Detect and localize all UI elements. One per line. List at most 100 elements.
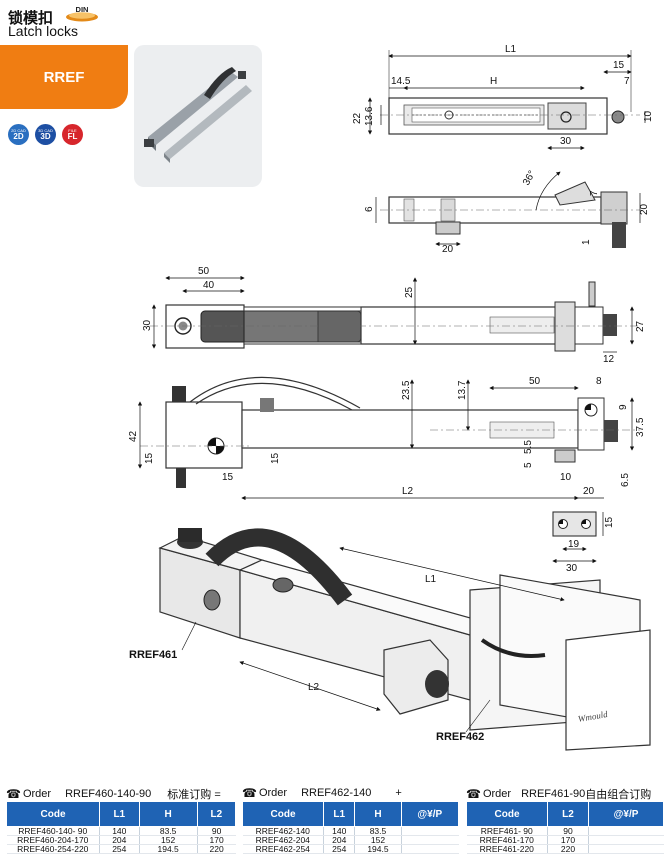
col-h: H	[138, 801, 198, 827]
dim-7-top: 7	[624, 76, 630, 87]
dim-14-5: 14.5	[391, 76, 411, 87]
order-label-3: Order	[482, 788, 512, 800]
cell-l2: 170	[546, 835, 589, 845]
side-view: 36° 7 6 20 20 1	[364, 169, 650, 255]
cell-l2: 220	[546, 844, 589, 854]
cell-code: RREF462-204	[242, 835, 324, 845]
dim-20b-side: 20	[442, 244, 454, 255]
format-icons: 2D CAD 2D 3D CAD 3D FILE FL	[8, 124, 83, 145]
phone-icon: ☎	[466, 787, 481, 801]
order-example-1: RREF460-140-90	[65, 788, 152, 800]
col-code: Code	[242, 801, 324, 827]
cell-price	[588, 835, 664, 845]
dim-50-mid: 50	[198, 266, 210, 277]
cell-h: 194.5	[138, 844, 198, 854]
cell-l2: 90	[546, 826, 589, 836]
dim-h-top: H	[490, 76, 497, 87]
dim-10-front: 10	[560, 472, 572, 483]
cell-code: RREF461-220	[466, 844, 548, 854]
dim-10-top: 10	[643, 110, 654, 122]
dim-l1-iso: L1	[425, 574, 437, 585]
bracket-view: 15 19 30	[552, 511, 615, 574]
order-label-1: Order	[22, 788, 52, 800]
dim-27-mid: 27	[635, 320, 646, 332]
cell-l2: 220	[196, 844, 236, 854]
dim-15b-front: 15	[270, 452, 281, 464]
title-english: Latch locks	[8, 23, 79, 39]
col-h: H	[354, 801, 402, 827]
dim-5-front: 5	[523, 462, 534, 468]
technical-drawing: L1 14.5 H 15 7 22 13.6 10 30 36° 7 6 20 …	[128, 44, 654, 751]
table-header-row: Code L1 H L2	[6, 801, 237, 827]
order-suffix-2: +	[395, 787, 402, 799]
dim-8-front: 8	[596, 376, 602, 387]
order-suffix-1: 标准订购 =	[167, 789, 221, 801]
cell-price	[400, 835, 459, 845]
cell-price	[400, 844, 459, 854]
cad-2d-sub: 2D CAD	[11, 128, 26, 133]
product-photo	[134, 45, 262, 187]
cell-code: RREF460-140- 90	[6, 826, 100, 836]
dim-50-front: 50	[529, 376, 541, 387]
col-code: Code	[6, 801, 100, 827]
col-price: @¥/P	[588, 801, 664, 827]
cell-l2: 90	[196, 826, 236, 836]
col-l2: L2	[196, 801, 237, 827]
dim-6-side: 6	[364, 206, 375, 212]
col-l2: L2	[546, 801, 590, 827]
dim-6-5-front: 6.5	[620, 473, 631, 487]
order-example-2: RREF462-140	[301, 787, 372, 799]
col-l1: L1	[322, 801, 356, 827]
model-tab: RREF	[0, 45, 128, 109]
order-line-3: ☎ Order RREF461-90 自由组合订购	[466, 786, 651, 802]
phone-icon: ☎	[6, 787, 21, 801]
table-header-row: Code L2 @¥/P	[466, 801, 664, 827]
dim-12-mid: 12	[603, 354, 615, 365]
table-header-row: Code L1 H @¥/P	[242, 801, 460, 827]
cell-l1: 140	[322, 826, 355, 836]
title-chinese: 锁模扣	[8, 10, 54, 27]
col-code: Code	[466, 801, 548, 827]
assembly-top-view: 50 40 25 30 27 12	[142, 266, 646, 365]
cad-2d-code: 2D	[13, 132, 24, 141]
dim-25-mid: 25	[404, 286, 415, 298]
callout-rref462: RREF462	[436, 731, 485, 743]
cell-code: RREF461-170	[466, 835, 548, 845]
phone-icon: ☎	[242, 786, 257, 800]
order-suffix-3: 自由组合订购	[585, 789, 652, 801]
cell-l1: 204	[99, 835, 140, 845]
cad-3d-icon[interactable]: 3D CAD 3D	[35, 124, 56, 145]
dim-l1-top: L1	[505, 44, 517, 55]
dim-9-front: 9	[618, 404, 629, 410]
assembly-front-view: 42 15 15 15 23.5 13.7 50 8 9 37.5 5.5 5 …	[128, 376, 646, 501]
dim-15-bracket: 15	[604, 516, 615, 528]
file-icon[interactable]: FILE FL	[62, 124, 83, 145]
cell-l1: 254	[322, 844, 355, 854]
dim-20-side: 20	[639, 203, 650, 215]
cell-l1: 140	[99, 826, 140, 836]
dim-l2-front: L2	[402, 486, 414, 497]
cell-l1: 204	[322, 835, 355, 845]
file-sub: FILE	[68, 128, 77, 133]
dim-13-7-front: 13.7	[457, 380, 468, 400]
dim-30-mid: 30	[142, 319, 153, 331]
col-l1: L1	[99, 801, 140, 827]
dim-1-side: 1	[581, 239, 592, 245]
cell-l1: 254	[99, 844, 140, 854]
cad-2d-icon[interactable]: 2D CAD 2D	[8, 124, 29, 145]
dim-37-5-front: 37.5	[635, 417, 646, 437]
dim-20-front: 20	[583, 486, 595, 497]
cell-price	[588, 826, 664, 836]
callout-rref461: RREF461	[129, 649, 178, 661]
cell-code: RREF460-254-220	[6, 844, 100, 854]
